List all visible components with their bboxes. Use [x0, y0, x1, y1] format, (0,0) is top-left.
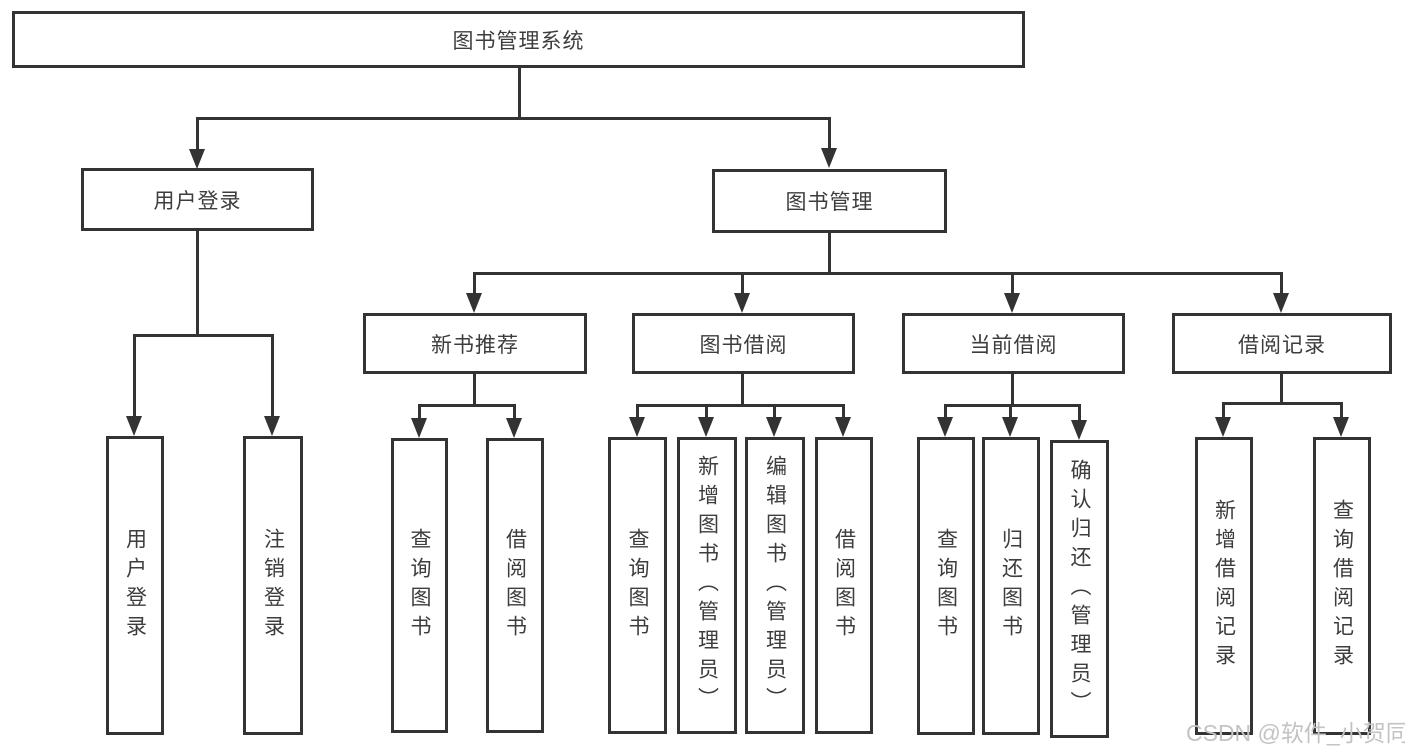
connector-root-trunk: [518, 68, 521, 118]
connector-drop-cb-return: [1009, 404, 1012, 418]
arrowhead-new-book: [466, 293, 482, 313]
arrowhead-current-borrowing: [1004, 293, 1020, 313]
arrowhead-nb-query: [411, 418, 427, 438]
leaf-label: 查询图书: [626, 527, 650, 644]
node-label: 用户登录: [153, 189, 242, 213]
arrowhead-leaf-logout: [264, 416, 280, 436]
arrowhead-bb-edit: [766, 417, 782, 437]
connector-drop-leaf-logout: [271, 334, 274, 418]
connector-book-borrowing-branch: [636, 404, 845, 407]
arrowhead-book-management: [821, 148, 837, 168]
leaf-label: 借阅图书: [832, 527, 856, 644]
connector-user-login-trunk: [196, 231, 199, 336]
node-user-login: 用户登录: [81, 168, 314, 231]
node-book-management-system: 图书管理系统: [12, 11, 1025, 68]
connector-drop-cb-confirm: [1078, 404, 1081, 421]
arrowhead-rec-add: [1215, 417, 1231, 437]
leaf-label: 新增借阅记录: [1212, 499, 1236, 673]
leaf-borrowing-query-books: 查询图书: [608, 437, 667, 734]
leaf-user-login: 用户登录: [106, 436, 164, 735]
leaf-current-query-books: 查询图书: [917, 437, 975, 735]
connector-drop-borrowing-records: [1280, 272, 1283, 295]
node-current-borrowing: 当前借阅: [902, 313, 1125, 374]
connector-records-branch: [1222, 402, 1343, 405]
node-label: 新书推荐: [431, 333, 519, 357]
arrowhead-leaf-user-login: [126, 416, 142, 436]
arrowhead-bb-borrow: [835, 417, 851, 437]
connector-drop-rec-add: [1222, 402, 1225, 418]
node-new-book-recommend: 新书推荐: [363, 313, 587, 374]
connector-drop-user-login: [196, 117, 199, 153]
leaf-label: 查询图书: [408, 527, 432, 644]
leaf-borrowing-add-books-admin: 新增图书（管理员）: [677, 437, 737, 734]
connector-records-trunk: [1280, 374, 1283, 405]
leaf-label: 用户登录: [123, 527, 147, 644]
arrowhead-cb-return: [1002, 417, 1018, 437]
arrowhead-cb-query: [937, 417, 953, 437]
connector-user-login-branch: [133, 334, 274, 337]
leaf-label: 查询图书: [934, 528, 958, 644]
connector-new-book-branch: [418, 404, 516, 407]
leaf-label: 借阅图书: [503, 527, 527, 644]
leaf-records-add-record: 新增借阅记录: [1195, 437, 1253, 735]
node-label: 借阅记录: [1238, 333, 1326, 357]
node-borrowing-records: 借阅记录: [1172, 313, 1392, 374]
leaf-newbook-borrow-books: 借阅图书: [486, 438, 544, 733]
leaf-newbook-query-books: 查询图书: [391, 438, 448, 733]
node-book-management: 图书管理: [712, 169, 947, 233]
connector-drop-new-book: [473, 272, 476, 295]
arrowhead-bb-add: [698, 417, 714, 437]
leaf-records-query-record: 查询借阅记录: [1313, 437, 1371, 735]
node-label: 图书管理系统: [452, 29, 585, 53]
watermark-text: CSDN @软件_小贺同学: [1186, 720, 1405, 746]
node-label: 图书管理: [785, 191, 874, 214]
leaf-label: 新增图书（管理员）: [695, 455, 719, 716]
connector-root-branch: [196, 117, 831, 120]
arrowhead-user-login: [189, 149, 205, 169]
connector-drop-current-borrowing: [1011, 272, 1014, 295]
connector-drop-leaf-user-login: [133, 334, 136, 418]
leaf-current-return-books: 归还图书: [982, 437, 1040, 735]
connector-drop-cb-query: [944, 404, 947, 418]
leaf-current-confirm-return-admin: 确认归还（管理员）: [1050, 440, 1109, 738]
connector-drop-bb-query: [636, 404, 639, 418]
arrowhead-rec-query: [1333, 417, 1349, 437]
leaf-label: 确认归还（管理员）: [1068, 458, 1092, 720]
node-label: 当前借阅: [969, 333, 1058, 357]
leaf-borrowing-borrow-books: 借阅图书: [815, 437, 873, 734]
arrowhead-borrowing-records: [1273, 293, 1289, 313]
arrowhead-bb-query: [629, 417, 645, 437]
connector-drop-rec-query: [1340, 402, 1343, 418]
leaf-logout: 注销登录: [243, 436, 303, 735]
arrowhead-cb-confirm: [1071, 420, 1087, 440]
leaf-label: 归还图书: [999, 528, 1023, 644]
connector-drop-book-borrowing: [741, 272, 744, 295]
connector-drop-nb-borrow: [513, 404, 516, 419]
leaf-label: 编辑图书（管理员）: [763, 455, 787, 716]
arrowhead-book-borrowing: [734, 293, 750, 313]
arrowhead-nb-borrow: [506, 418, 522, 438]
connector-book-borrowing-trunk: [741, 374, 744, 407]
connector-drop-bb-borrow: [842, 404, 845, 418]
connector-current-trunk: [1011, 374, 1014, 407]
connector-drop-book-management: [828, 117, 831, 152]
connector-current-branch: [944, 404, 1081, 407]
leaf-borrowing-edit-books-admin: 编辑图书（管理员）: [745, 437, 805, 734]
connector-book-management-trunk: [828, 233, 831, 275]
connector-drop-nb-query: [418, 404, 421, 419]
connector-new-book-trunk: [473, 374, 476, 407]
connector-book-management-branch: [473, 272, 1283, 275]
leaf-label: 注销登录: [261, 527, 285, 644]
connector-drop-bb-add: [705, 404, 708, 418]
node-label: 图书借阅: [699, 333, 788, 357]
node-book-borrowing: 图书借阅: [632, 313, 855, 374]
connector-drop-bb-edit: [773, 404, 776, 418]
leaf-label: 查询借阅记录: [1330, 499, 1354, 673]
